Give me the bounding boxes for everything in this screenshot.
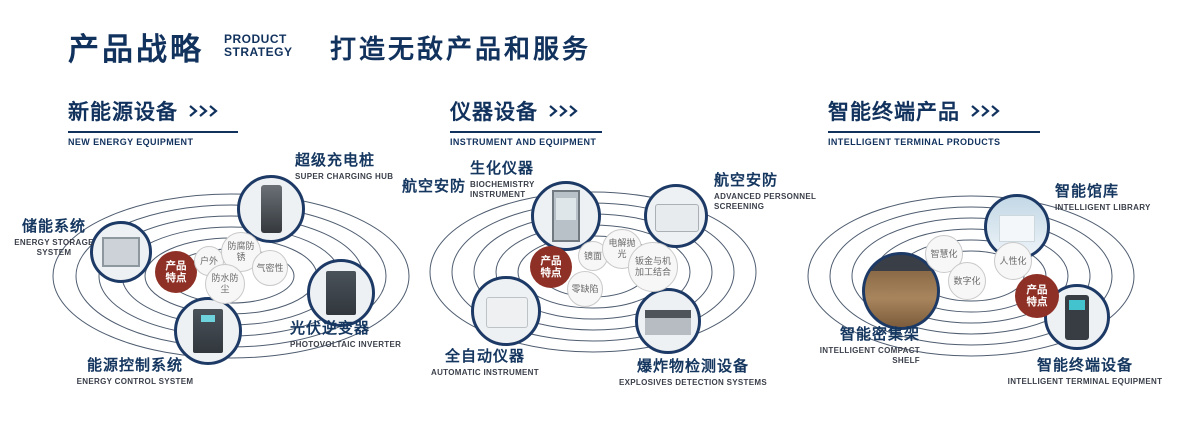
product-name: 智能馆库 bbox=[1055, 183, 1120, 200]
product-name-en: AUTOMATIC INSTRUMENT bbox=[431, 368, 539, 377]
product-label-biochemistry: 生化仪器 BIOCHEMISTRY INSTRUMENT bbox=[470, 160, 565, 200]
storage-cabinet-photo bbox=[101, 237, 141, 267]
product-photo-automatic-instrument bbox=[471, 276, 541, 346]
product-name-en: EXPLOSIVES DETECTION SYSTEMS bbox=[619, 378, 767, 387]
product-name-en: INTELLIGENT COMPACT SHELF bbox=[819, 346, 920, 365]
product-name: 全自动仪器 bbox=[444, 348, 525, 365]
product-photo-compact-shelf bbox=[862, 252, 940, 330]
screening-machine-photo bbox=[655, 204, 699, 232]
feature-bubble: 气密性 bbox=[252, 250, 288, 286]
product-name: 光伏逆变器 bbox=[290, 320, 371, 337]
charging-pile-photo bbox=[261, 185, 283, 233]
product-label-personnel-screening: 航空安防 ADVANCED PERSONNEL SCREENING bbox=[714, 172, 824, 212]
product-photo-super-charging-hub bbox=[237, 175, 305, 243]
feature-bubble: 钣金与机加工结合 bbox=[628, 242, 678, 292]
section-subtitle: INTELLIGENT TERMINAL PRODUCTS bbox=[828, 137, 1001, 147]
product-name: 航空安防 bbox=[402, 178, 467, 195]
inverter-cabinet-photo bbox=[326, 270, 356, 316]
product-name-en: SUPER CHARGING HUB bbox=[295, 172, 394, 181]
badge-product-features: 产品特点 bbox=[530, 246, 572, 288]
product-photo-personnel-screening bbox=[644, 184, 708, 248]
product-photo-explosives-detection bbox=[635, 288, 701, 354]
chevrons-icon bbox=[189, 105, 218, 117]
instrument-box-photo bbox=[485, 296, 529, 329]
product-label-super-charging-hub: 超级充电桩 SUPER CHARGING HUB bbox=[295, 152, 425, 182]
product-name-en: INTELLIGENT LIBRARY bbox=[1055, 203, 1151, 212]
product-label-pv-inverter: 光伏逆变器 PHOTOVOLTAIC INVERTER bbox=[290, 320, 420, 350]
control-screen-photo bbox=[200, 314, 216, 323]
product-label-terminal-equipment: 智能终端设备 INTELLIGENT TERMINAL EQUIPMENT bbox=[1005, 357, 1165, 387]
feature-bubble: 数字化 bbox=[948, 262, 986, 300]
kiosk-screen-photo bbox=[1068, 300, 1086, 310]
feature-bubble: 防水防尘 bbox=[205, 264, 245, 304]
page-title-en-line2: STRATEGY bbox=[224, 45, 293, 59]
section-title: 仪器设备 bbox=[450, 101, 538, 124]
product-name-en: PHOTOVOLTAIC INVERTER bbox=[290, 340, 402, 349]
detection-machine-photo bbox=[645, 310, 691, 336]
product-label-compact-shelf: 智能密集架 INTELLIGENT COMPACT SHELF bbox=[795, 326, 920, 366]
section-subtitle: INSTRUMENT AND EQUIPMENT bbox=[450, 137, 597, 147]
page-title-en-line1: PRODUCT bbox=[224, 32, 287, 46]
section-header-intelligent-terminal: 智能终端产品 INTELLIGENT TERMINAL PRODUCTS bbox=[828, 96, 1040, 147]
section-title: 智能终端产品 bbox=[828, 101, 960, 124]
product-label-explosives-detection: 爆炸物检测设备 EXPLOSIVES DETECTION SYSTEMS bbox=[608, 358, 778, 388]
chevrons-icon bbox=[971, 105, 1000, 117]
product-name: 智能密集架 bbox=[839, 326, 920, 343]
product-name-en: INTELLIGENT TERMINAL EQUIPMENT bbox=[1007, 377, 1163, 386]
product-name: 超级充电桩 bbox=[295, 152, 376, 169]
product-name: 爆炸物检测设备 bbox=[636, 358, 749, 375]
section-title: 新能源设备 bbox=[68, 101, 178, 124]
product-label-energy-control: 能源控制系统 ENERGY CONTROL SYSTEM bbox=[70, 357, 200, 387]
product-name: 智能终端设备 bbox=[1036, 357, 1133, 374]
product-name-en: BIOCHEMISTRY INSTRUMENT bbox=[470, 180, 535, 199]
feature-bubble: 智慧化 bbox=[925, 235, 963, 273]
feature-bubble: 零缺陷 bbox=[567, 271, 603, 307]
badge-product-features: 产品特点 bbox=[1015, 274, 1059, 318]
section-subtitle: NEW ENERGY EQUIPMENT bbox=[68, 137, 194, 147]
product-label-automatic-instrument: 全自动仪器 AUTOMATIC INSTRUMENT bbox=[420, 348, 550, 378]
product-name-en: ENERGY CONTROL SYSTEM bbox=[76, 377, 194, 386]
label-aviation-security: 航空安防 bbox=[402, 178, 492, 196]
feature-bubble: 人性化 bbox=[994, 242, 1032, 280]
section-header-new-energy: 新能源设备 NEW ENERGY EQUIPMENT bbox=[68, 96, 238, 147]
product-name: 储能系统 bbox=[21, 218, 86, 235]
product-label-intelligent-library: 智能馆库 INTELLIGENT LIBRARY bbox=[1055, 183, 1175, 213]
cabinet-window-photo bbox=[555, 198, 577, 220]
page-title-en: PRODUCT STRATEGY bbox=[224, 33, 292, 59]
page-title: 产品战略 bbox=[68, 32, 204, 67]
product-name: 生化仪器 bbox=[470, 160, 535, 177]
slogan: 打造无敌产品和服务 bbox=[330, 34, 592, 64]
section-header-instrument: 仪器设备 INSTRUMENT AND EQUIPMENT bbox=[450, 96, 602, 147]
chevrons-icon bbox=[549, 105, 578, 117]
product-photo-biochemistry bbox=[531, 181, 601, 251]
product-photo-pv-inverter bbox=[307, 259, 375, 327]
badge-product-features: 产品特点 bbox=[155, 251, 197, 293]
product-photo-energy-storage bbox=[90, 221, 152, 283]
product-name-en: ENERGY STORAGE SYSTEM bbox=[14, 238, 94, 257]
library-shelf-photo bbox=[999, 215, 1035, 242]
product-photo-energy-control bbox=[174, 297, 242, 365]
product-label-energy-storage: 储能系统 ENERGY STORAGE SYSTEM bbox=[14, 218, 94, 258]
product-name: 能源控制系统 bbox=[86, 357, 183, 374]
product-name-en: ADVANCED PERSONNEL SCREENING bbox=[714, 192, 817, 211]
product-name: 航空安防 bbox=[714, 172, 779, 189]
